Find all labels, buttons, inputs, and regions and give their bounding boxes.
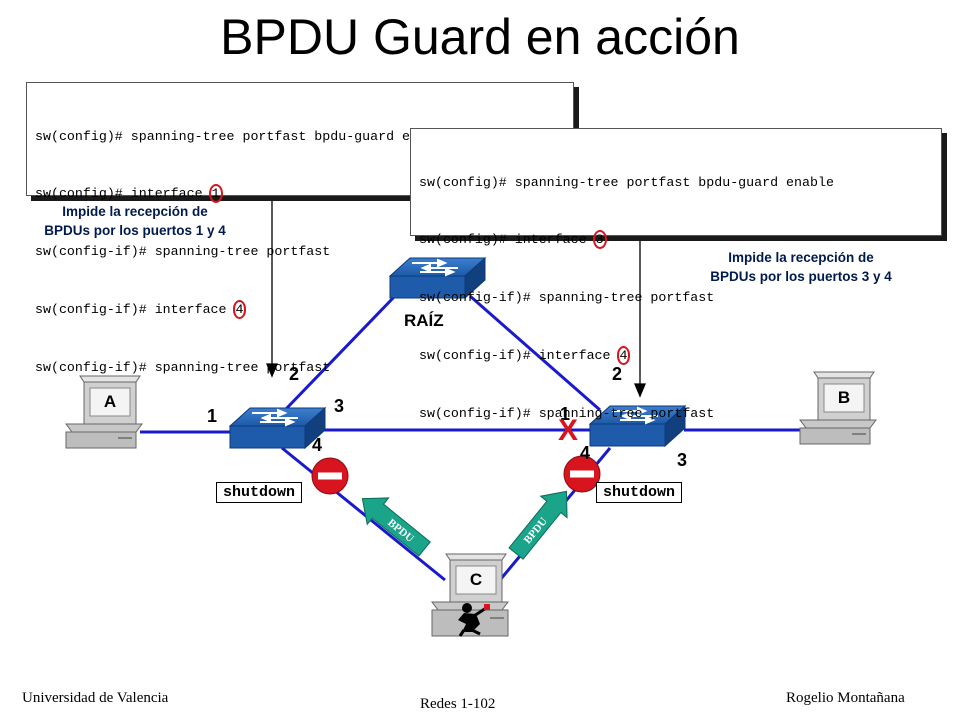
note-right: Impide la recepción de BPDUs por los pue… xyxy=(676,248,926,286)
pointer-left-head xyxy=(266,363,278,378)
bpdu-arrow-icon: BPDU xyxy=(361,497,431,557)
footer-right: Rogelio Montañana xyxy=(786,690,905,706)
config-line: sw(config-if)# interface 4 xyxy=(419,346,933,366)
pointer-right-head xyxy=(634,383,646,398)
port-highlight-ring: 4 xyxy=(616,346,631,366)
port-label-right-1: 1 xyxy=(560,404,571,424)
footer-center: Redes 1-102 xyxy=(420,696,496,712)
config-line: sw(config)# interface 1 xyxy=(35,184,565,204)
bpdu-arrow-icon: BPDU xyxy=(508,490,568,560)
hacker-icon xyxy=(458,603,490,637)
blocked-port-mark: X xyxy=(558,414,579,447)
port-label-right-3: 3 xyxy=(677,450,688,470)
port-label-left-3: 3 xyxy=(334,396,345,416)
config-line: sw(config-if)# spanning-tree portfast xyxy=(419,406,715,422)
note-right-line2: BPDUs por los puertos 3 y 4 xyxy=(710,269,892,284)
switch-icon xyxy=(228,406,327,450)
port-label-left-4: 4 xyxy=(312,435,323,455)
note-left: Impide la recepción de BPDUs por los pue… xyxy=(20,202,250,240)
link-root-right xyxy=(469,294,601,412)
shutdown-badge-left: shutdown xyxy=(216,482,303,503)
no-entry-icon xyxy=(563,455,601,493)
port-label-left-2: 2 xyxy=(289,364,300,384)
config-line: sw(config-if)# spanning-tree portfast xyxy=(35,360,331,376)
config-line: sw(config-if)# spanning-tree portfast xyxy=(35,244,331,260)
note-right-line1: Impide la recepción de xyxy=(728,250,874,265)
port-label-right-2: 2 xyxy=(612,364,623,384)
switch-icon xyxy=(388,256,487,300)
config-pointers xyxy=(266,188,646,398)
config-box-right: sw(config)# spanning-tree portfast bpdu-… xyxy=(410,128,942,421)
host-a-label: A xyxy=(104,392,116,411)
footer-left: Universidad de Valencia xyxy=(22,690,169,706)
note-left-line2: BPDUs por los puertos 1 y 4 xyxy=(44,223,226,238)
network-links xyxy=(140,294,800,582)
link-root-left xyxy=(283,294,397,412)
port-label-right-4: 4 xyxy=(580,443,591,463)
computer-icon: A xyxy=(65,375,143,449)
port-highlight-ring: 1 xyxy=(208,184,223,204)
page-title: BPDU Guard en acción xyxy=(220,9,740,65)
config-line: sw(config)# interface 3 xyxy=(419,230,933,250)
port-highlight-ring: 3 xyxy=(592,230,607,250)
config-line: sw(config)# spanning-tree portfast bpdu-… xyxy=(419,174,834,190)
link-left-c xyxy=(281,446,446,582)
config-line: sw(config-if)# interface 4 xyxy=(35,300,565,320)
port-label-left-1: 1 xyxy=(207,406,218,426)
config-line: sw(config-if)# spanning-tree portfast xyxy=(419,290,715,306)
switch-icon xyxy=(588,404,687,448)
computer-icon: B xyxy=(799,371,877,445)
port-highlight-ring: 4 xyxy=(232,300,247,320)
shutdown-badge-right: shutdown xyxy=(596,482,683,503)
host-c-label: C xyxy=(470,570,482,589)
no-entry-icon xyxy=(311,457,349,495)
host-b-label: B xyxy=(838,388,850,407)
root-label: RAÍZ xyxy=(404,311,444,330)
note-left-line1: Impide la recepción de xyxy=(62,204,208,219)
